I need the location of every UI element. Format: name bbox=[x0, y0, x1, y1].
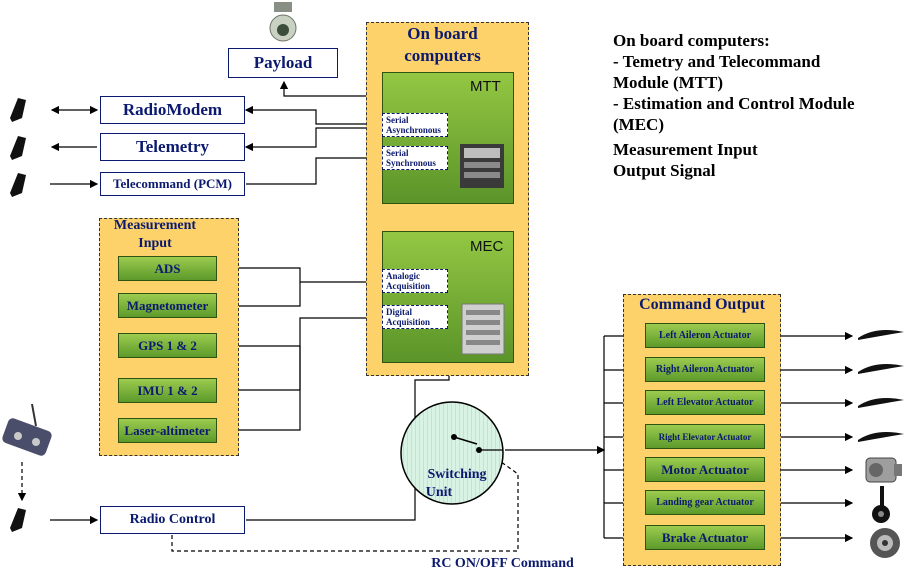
antenna-icon bbox=[8, 173, 38, 199]
antenna-icon bbox=[8, 98, 38, 124]
legend-notes: On board computers: - Temetry and Teleco… bbox=[613, 30, 903, 181]
payload-camera-icon bbox=[266, 2, 300, 44]
rc-on-off-command-label: RC ON/OFF Command bbox=[431, 556, 574, 571]
note-line-5: (MEC) bbox=[613, 115, 664, 134]
switching-unit-label-1: Switching bbox=[427, 467, 487, 482]
analogic-acquisition-port: Analogic Acquisition bbox=[382, 269, 448, 293]
actuator-right-aileron[interactable]: Right Aileron Actuator bbox=[645, 357, 765, 382]
digital-acquisition-port: Digital Acquisition bbox=[382, 305, 448, 329]
sensor-gps[interactable]: GPS 1 & 2 bbox=[118, 333, 217, 358]
serial-async-line1: Serial bbox=[386, 115, 409, 125]
remote-control-icon bbox=[0, 402, 54, 460]
actuator-left-aileron[interactable]: Left Aileron Actuator bbox=[645, 323, 765, 348]
aileron-surface-icon bbox=[858, 326, 904, 342]
switching-unit-label-2: Unit bbox=[425, 485, 453, 500]
serial-sync-port: Serial Synchronous bbox=[382, 146, 448, 170]
note-line-6: Measurement Input bbox=[613, 140, 758, 159]
antenna-icon bbox=[8, 508, 38, 534]
actuator-right-elevator[interactable]: Right Elevator Actuator bbox=[645, 424, 765, 449]
mec-hardware-image bbox=[456, 300, 510, 358]
landing-gear-icon bbox=[868, 486, 894, 526]
note-line-3: Module (MTT) bbox=[613, 73, 724, 92]
sensor-laser-altimeter[interactable]: Laser-altimeter bbox=[118, 418, 217, 443]
motor-icon bbox=[856, 450, 904, 490]
digital-line2: Acquisition bbox=[386, 317, 431, 327]
analogic-line1: Analogic bbox=[386, 271, 421, 281]
mtt-hardware-image bbox=[456, 134, 510, 194]
aileron-surface-icon bbox=[858, 360, 904, 376]
telemetry-box[interactable]: Telemetry bbox=[100, 133, 245, 161]
telecommand-box[interactable]: Telecommand (PCM) bbox=[100, 172, 245, 196]
serial-sync-line1: Serial bbox=[386, 148, 409, 158]
payload-box[interactable]: Payload bbox=[228, 48, 338, 78]
elevator-surface-icon bbox=[858, 428, 904, 444]
serial-sync-line2: Synchronous bbox=[386, 158, 436, 168]
note-line-7: Output Signal bbox=[613, 161, 716, 180]
actuator-motor[interactable]: Motor Actuator bbox=[645, 457, 765, 482]
onboard-title-line1: On board bbox=[407, 24, 478, 43]
actuator-brake[interactable]: Brake Actuator bbox=[645, 525, 765, 550]
antenna-icon bbox=[8, 136, 38, 162]
note-line-4: - Estimation and Control Module bbox=[613, 94, 855, 113]
measurement-title-line1: Measurement bbox=[113, 218, 197, 233]
serial-async-port: Serial Asynchronous bbox=[382, 113, 448, 137]
elevator-surface-icon bbox=[858, 394, 904, 410]
mtt-label: MTT bbox=[470, 78, 501, 95]
radio-control-box[interactable]: Radio Control bbox=[100, 506, 245, 534]
radiomodem-box[interactable]: RadioModem bbox=[100, 96, 245, 124]
actuator-left-elevator[interactable]: Left Elevator Actuator bbox=[645, 390, 765, 415]
note-line-2: - Temetry and Telecommand bbox=[613, 52, 821, 71]
onboard-title-line2: computers bbox=[404, 46, 481, 65]
note-line-1: On board computers: bbox=[613, 31, 770, 50]
sensor-imu[interactable]: IMU 1 & 2 bbox=[118, 378, 217, 403]
mec-label: MEC bbox=[470, 238, 504, 255]
digital-line1: Digital bbox=[386, 307, 412, 317]
sensor-ads[interactable]: ADS bbox=[118, 256, 217, 281]
switching-unit[interactable] bbox=[399, 400, 505, 506]
actuator-landing-gear[interactable]: Landing gear Actuator bbox=[645, 490, 765, 515]
sensor-magnetometer[interactable]: Magnetometer bbox=[118, 293, 217, 318]
command-output-title: Command Output bbox=[639, 296, 765, 313]
analogic-line2: Acquisition bbox=[386, 281, 431, 291]
brake-wheel-icon bbox=[868, 526, 902, 560]
measurement-title-line2: Input bbox=[138, 236, 172, 251]
serial-async-line2: Asynchronous bbox=[386, 125, 441, 135]
